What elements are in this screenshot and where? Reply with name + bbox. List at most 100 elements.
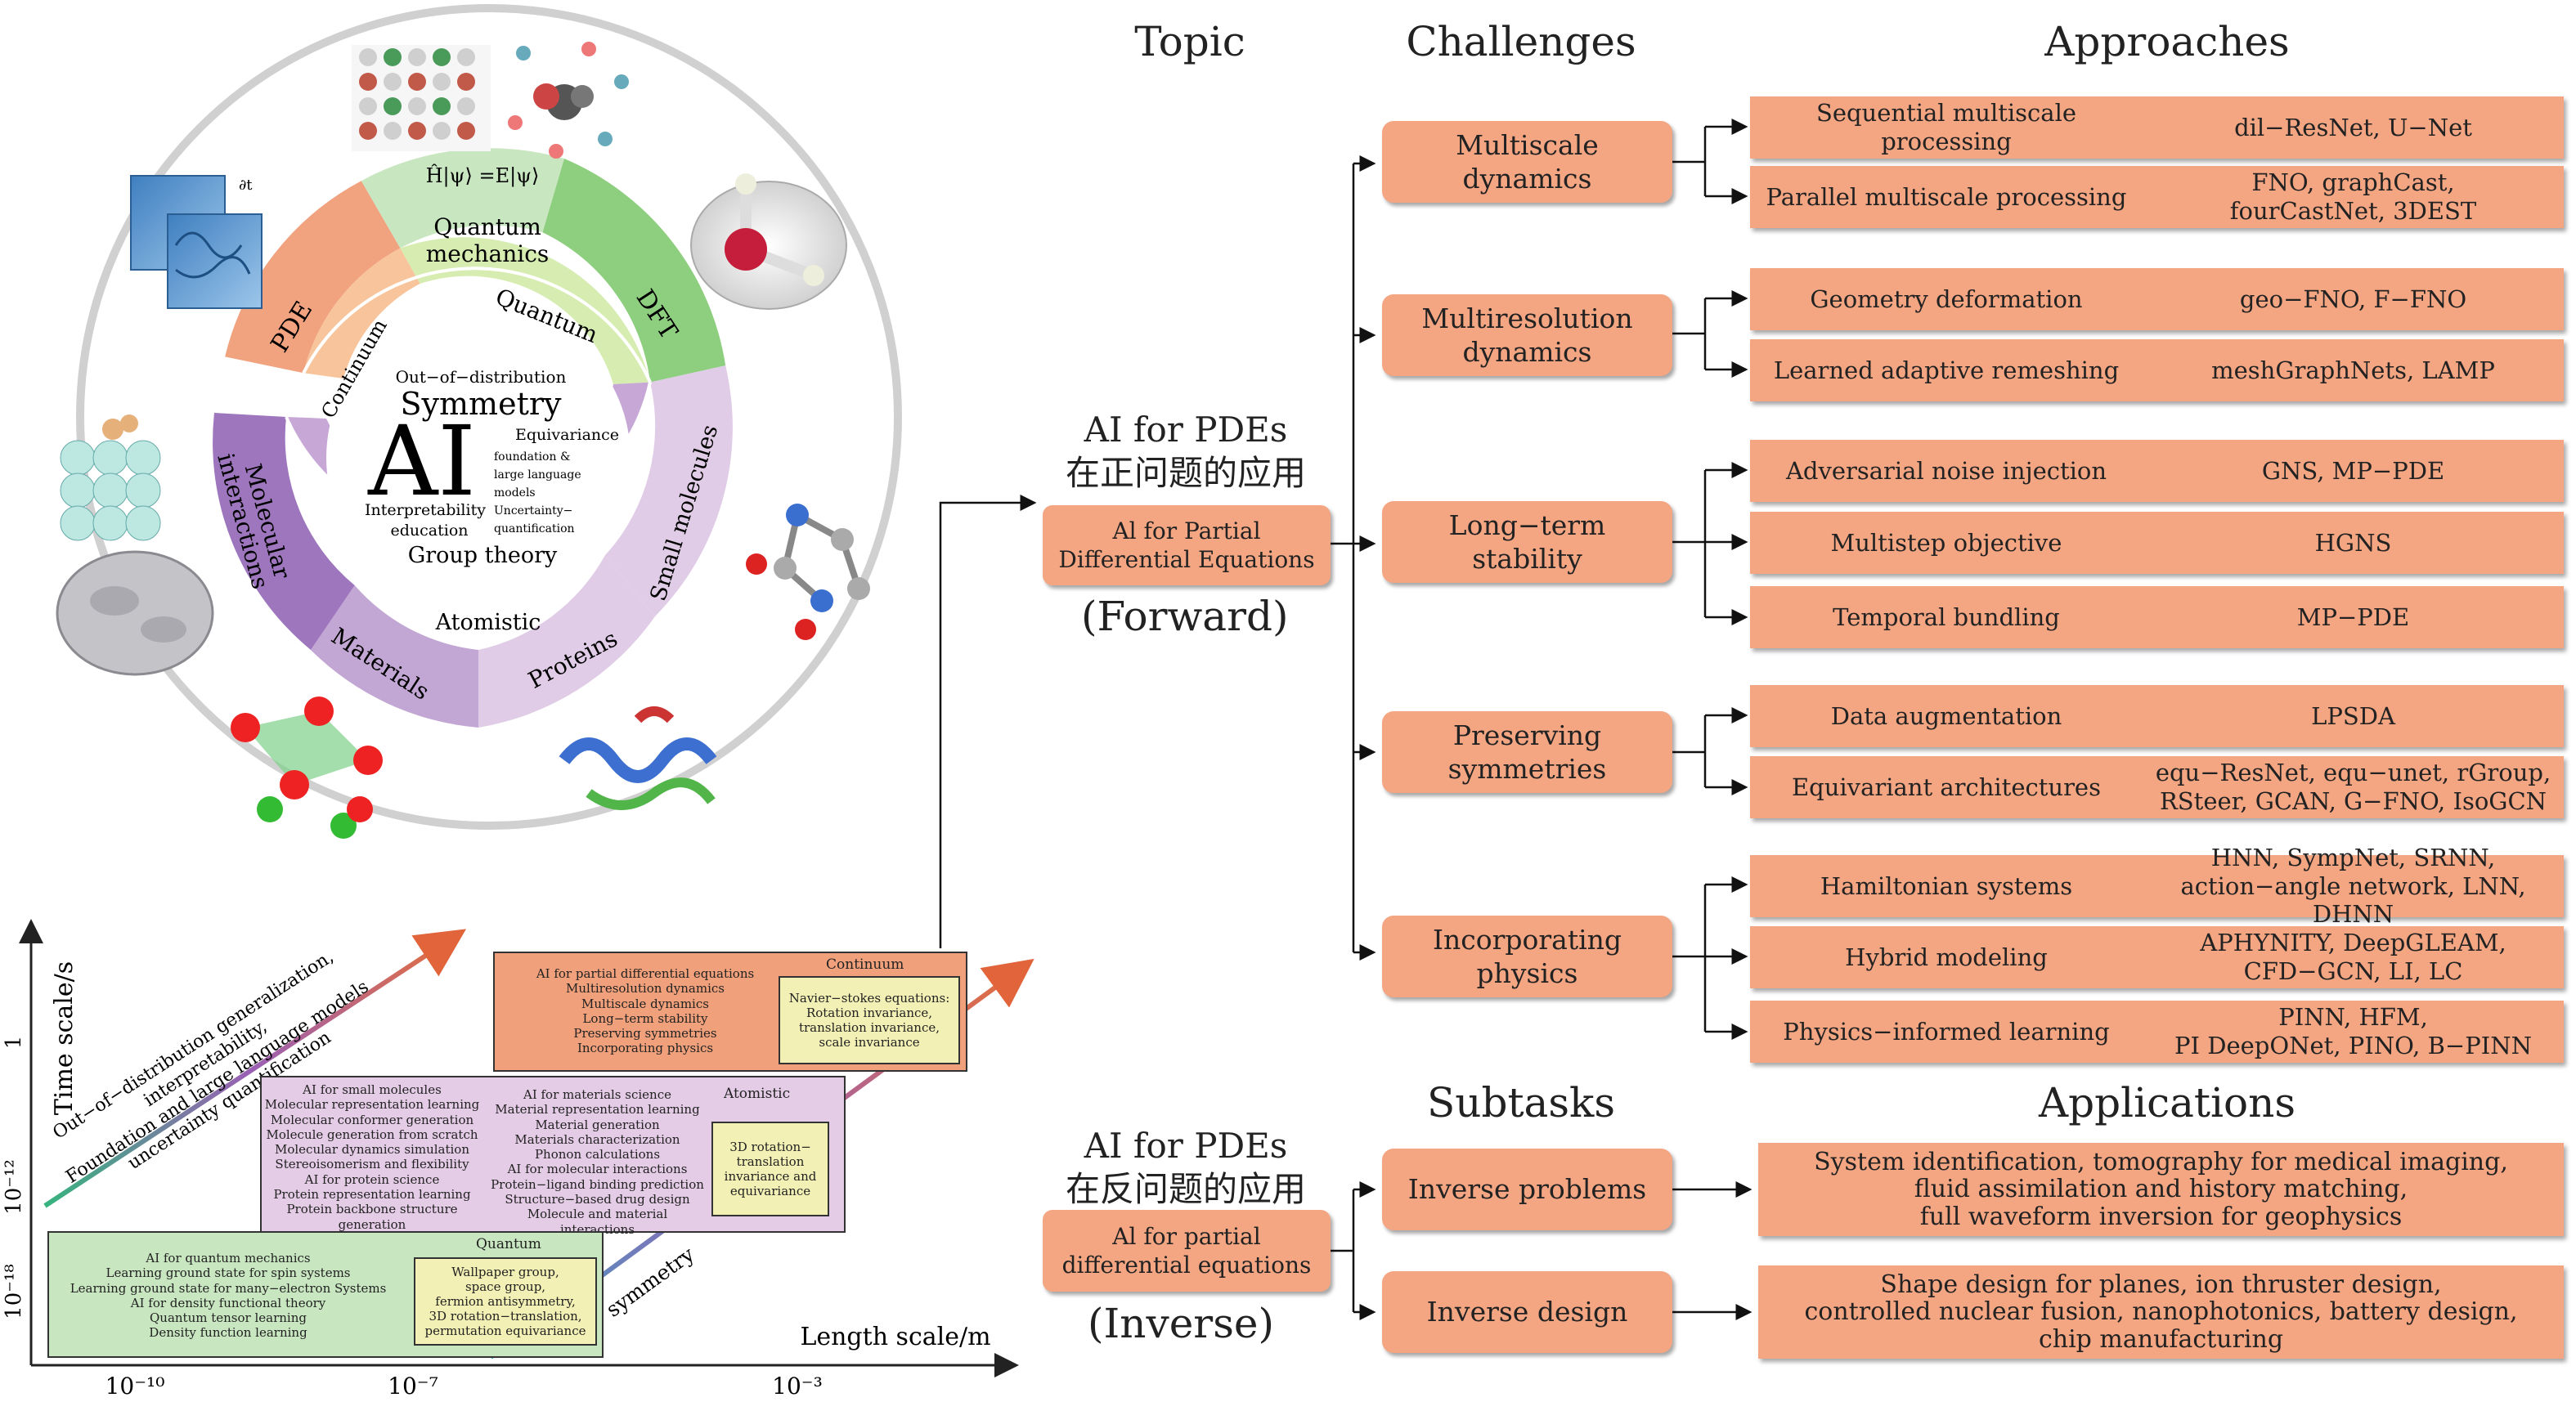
challenge-multiscale: Multiscale dynamics — [1382, 121, 1672, 203]
header-subtasks: Subtasks — [1427, 1079, 1615, 1127]
challenge-multiresolution: Multiresolution dynamics — [1382, 294, 1672, 376]
header-topic: Topic — [1134, 18, 1245, 65]
approach-methods: meshGraphNets, LAMP — [2211, 356, 2495, 384]
wheel-outer-ring — [76, 4, 902, 830]
atomistic-right-items: AI for materials science Material repres… — [491, 1087, 704, 1237]
center-foundation: foundation & — [494, 450, 570, 464]
approach-methods: geo−FNO, F−FNO — [2239, 284, 2467, 313]
header-approaches: Approaches — [2044, 18, 2290, 65]
approach-methods: GNS, MP−PDE — [2261, 456, 2445, 485]
label-qm-2: mechanics — [426, 240, 550, 267]
x-tick-1e-7: 10⁻⁷ — [388, 1373, 438, 1400]
atomistic-box-label: Atomistic — [724, 1086, 791, 1102]
protein-surface-icon — [56, 550, 214, 676]
approach-name: Equivariant architectures — [1792, 773, 2101, 801]
approach-name: Sequential multiscale processing — [1815, 99, 2077, 155]
forward-label: (Forward) — [1081, 593, 1289, 640]
approach-methods: FNO, graphCast, fourCastNet, 3DEST — [2229, 168, 2477, 225]
application-inverse-problems: System identification, tomography for me… — [1758, 1143, 2564, 1236]
approach-methods: dil−ResNet, U−Net — [2234, 113, 2472, 141]
approach-methods: equ−ResNet, equ−unet, rGroup, RSteer, GC… — [2155, 759, 2551, 815]
continuum-box: Continuum AI for partial differential eq… — [493, 952, 967, 1072]
inverse-title: AI for PDEs 在反问题的应用 — [1039, 1125, 1333, 1211]
center-uq2: quantification — [494, 522, 575, 535]
center-symmetry: Symmetry — [401, 386, 562, 422]
approach-methods: MP−PDE — [2296, 602, 2410, 631]
sector-quantum-mechanics — [361, 148, 564, 249]
approach-methods: LPSDA — [2311, 701, 2395, 730]
center-group-theory: Group theory — [408, 543, 558, 568]
approach-name: Physics−informed learning — [1783, 1017, 2110, 1046]
quantum-box-items: AI for quantum mechanics Learning ground… — [70, 1251, 387, 1341]
subtask-inverse-design: Inverse design — [1382, 1271, 1672, 1353]
protein-ribbon-icon — [559, 706, 717, 810]
application-inverse-design: Shape design for planes, ion thruster de… — [1758, 1265, 2564, 1359]
approach-name: Multistep objective — [1830, 528, 2062, 557]
approach-name: Data augmentation — [1830, 701, 2062, 730]
challenge-incorporating-physics: Incorporating physics — [1382, 916, 1672, 997]
center-uq1: Uncertainty− — [494, 504, 572, 517]
inverse-label: (Inverse) — [1088, 1300, 1274, 1347]
water-molecule-icon — [690, 173, 847, 310]
approach-methods: HGNS — [2314, 528, 2392, 557]
approach-row: Hamiltonian systems HNN, SympNet, SRNN, a… — [1750, 844, 2564, 928]
subtask-inverse-problems: Inverse problems — [1382, 1149, 1672, 1230]
quantum-box-label: Quantum — [476, 1236, 541, 1252]
crystal-lattice-icon — [352, 45, 491, 151]
approach-row: Hybrid modeling APHYNITY, DeepGLEAM, CFD−… — [1750, 926, 2564, 988]
trend-arrow-upper — [43, 929, 467, 1208]
approach-row: Multistep objective HGNS — [1750, 512, 2564, 574]
x-tick-1e-3: 10⁻³ — [772, 1373, 823, 1400]
approach-row: Temporal bundling MP−PDE — [1750, 586, 2564, 648]
ring-quantum — [400, 237, 650, 384]
approach-methods: HNN, SympNet, SRNN, action−angle network… — [2180, 843, 2526, 929]
y-tick-1e-12: 10⁻¹² — [2, 1159, 26, 1215]
approach-row: Physics−informed learning PINN, HFM, PI D… — [1750, 1001, 2564, 1063]
center-llm1: large language — [494, 468, 581, 482]
y-tick-1e-18: 10⁻¹⁸ — [2, 1264, 26, 1319]
sector-small-molecules — [604, 365, 733, 617]
fluid-field-icon — [130, 175, 263, 309]
header-challenges: Challenges — [1406, 18, 1636, 65]
sector-molecular-interactions — [213, 413, 355, 650]
inverse-title-zh: 在反问题的应用 — [1065, 1168, 1306, 1209]
approach-name: Temporal bundling — [1833, 602, 2060, 631]
y-tick-1: 1 — [2, 1036, 26, 1050]
center-education: education — [391, 522, 469, 540]
approach-methods: PINN, HFM, PI DeepONet, PINO, B−PINN — [2174, 1003, 2532, 1059]
x-tick-1e-10: 10⁻¹⁰ — [105, 1373, 165, 1400]
challenge-long-term-stability: Long−term stability — [1382, 501, 1672, 583]
schrodinger-equation: Ĥ|ψ⟩ =E|ψ⟩ — [426, 163, 540, 188]
ring-continuum — [303, 248, 420, 378]
approach-row: Equivariant architectures equ−ResNet, equ… — [1750, 756, 2564, 818]
sector-pde — [225, 181, 401, 374]
adsorbate-slab-icon — [60, 414, 161, 541]
x-axis-title: Length scale/m — [800, 1323, 990, 1351]
forward-title: AI for PDEs 在正问题的应用 — [1039, 409, 1333, 495]
material-crystal-icon — [231, 697, 383, 839]
sector-dft — [542, 159, 726, 383]
wheel-center — [326, 306, 631, 610]
continuum-note: Navier−stokes equations: Rotation invari… — [779, 976, 960, 1064]
partial-derivative-label: ∂t — [239, 177, 253, 194]
continuum-box-items: AI for partial differential equations Mu… — [536, 966, 755, 1056]
label-qm-1: Quantum — [433, 213, 541, 240]
approach-methods: APHYNITY, DeepGLEAM, CFD−GCN, LI, LC — [2200, 929, 2506, 985]
y-axis-title: Time scale/s — [50, 961, 79, 1115]
label-atomistic: Atomistic — [435, 610, 541, 635]
inverse-topic-box: Al for partial differential equations — [1043, 1210, 1331, 1292]
approach-row: Learned adaptive remeshing meshGraphNets,… — [1750, 339, 2564, 401]
approach-name: Hamiltonian systems — [1820, 871, 2073, 900]
approach-name: Adversarial noise injection — [1785, 456, 2107, 485]
approach-row: Data augmentation LPSDA — [1750, 685, 2564, 747]
approach-name: Learned adaptive remeshing — [1773, 356, 2120, 384]
approach-name: Hybrid modeling — [1845, 943, 2048, 971]
sector-proteins — [478, 555, 655, 728]
forward-title-en: AI for PDEs — [1084, 410, 1288, 450]
center-equivariance: Equivariance — [515, 426, 619, 444]
center-ood: Out−of−distribution — [396, 367, 567, 387]
sector-materials — [311, 585, 478, 728]
center-llm2: models — [494, 486, 536, 499]
